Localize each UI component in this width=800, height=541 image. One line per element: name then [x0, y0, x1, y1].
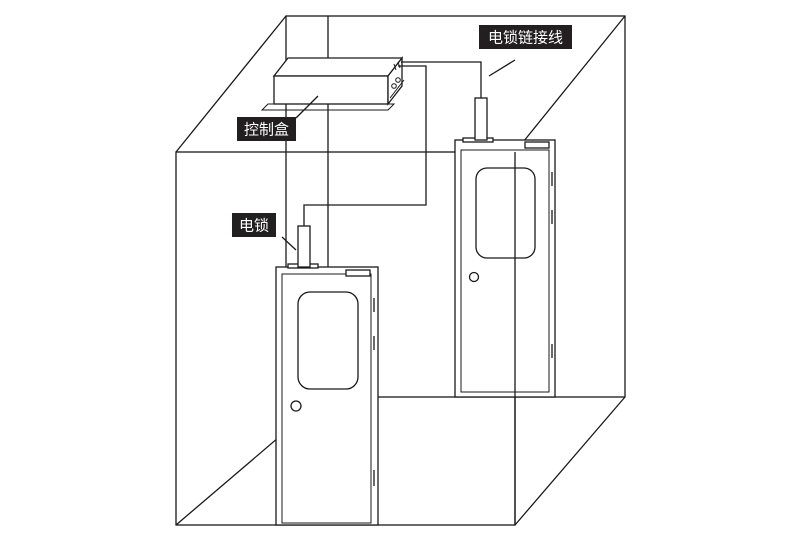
control-box-flange — [260, 103, 396, 111]
rear-door-knob — [468, 271, 480, 283]
arrow-control-box — [295, 95, 319, 119]
front-door-leaf — [281, 273, 372, 524]
control-box-cable-gland-2 — [397, 61, 401, 69]
front-electric-lock — [297, 225, 311, 268]
rear-door-frame — [454, 139, 556, 398]
front-door — [275, 225, 379, 526]
control-box-cable-gland-1 — [393, 63, 397, 71]
control-box-terminal-1 — [391, 83, 397, 89]
label-lock-cable: 电锁链接线 — [479, 25, 572, 49]
control-box-terminal-2 — [395, 77, 401, 83]
rear-door-leaf — [460, 149, 550, 393]
control-box — [260, 56, 405, 111]
front-door-frame — [275, 266, 379, 526]
label-control-box-bg — [237, 117, 296, 141]
wire-to-rear-lock — [401, 61, 482, 98]
rear-door — [454, 97, 556, 398]
arrow-lock-cable — [488, 59, 516, 77]
label-control-box-text: 控制盒 — [244, 121, 289, 139]
room-box — [175, 15, 626, 526]
lock-wiring — [303, 61, 482, 226]
label-lock-cable-text: 电锁链接线 — [488, 29, 563, 47]
label-control-box: 控制盒 — [237, 117, 296, 141]
label-electric-lock-bg — [232, 213, 276, 237]
control-box-top — [272, 57, 404, 77]
control-box-side — [387, 56, 403, 106]
label-electric-lock: 电锁 — [232, 213, 276, 237]
control-box-side-rib — [389, 79, 405, 99]
room-edge-top-left — [175, 15, 287, 153]
label-lock-cable-bg — [479, 25, 572, 49]
front-door-window — [297, 291, 359, 390]
arrow-electric-lock — [281, 236, 297, 251]
wire-to-front-lock — [303, 65, 427, 226]
rear-electric-lock — [474, 97, 488, 141]
rear-door-closer — [524, 141, 550, 149]
callout-arrows — [281, 59, 516, 251]
control-box-front — [273, 75, 389, 105]
front-door-knob — [290, 400, 302, 412]
room-edge-top-right — [514, 15, 626, 153]
room-edge-bottom-right — [514, 396, 626, 526]
label-electric-lock-text: 电锁 — [239, 217, 269, 235]
front-door-closer — [345, 269, 371, 277]
rear-door-window — [475, 167, 536, 259]
